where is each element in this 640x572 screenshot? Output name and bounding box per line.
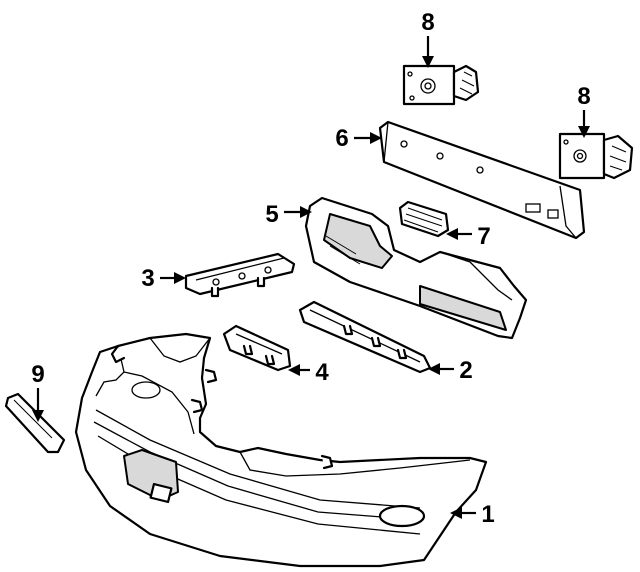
part-reinforcement-bar [378,120,586,240]
callout-8b-label: 8 [577,83,590,110]
callout-3-label: 3 [141,265,154,292]
callout-2: 2 [428,357,473,384]
callout-8b: 8 [577,83,591,138]
callout-4-label: 4 [315,359,329,386]
callout-2-label: 2 [459,357,472,384]
callout-1-label: 1 [481,501,494,528]
part-bumper-cover [74,332,488,568]
part-nameplate [4,392,66,454]
part-pad [398,200,450,238]
callout-5-label: 5 [265,201,278,228]
callout-5: 5 [265,201,312,228]
callout-3: 3 [141,265,186,292]
part-bracket-right [558,132,634,180]
part-retainer-strip [298,300,432,374]
callout-6: 6 [335,125,382,152]
callout-8a: 8 [421,9,435,68]
part-bracket-upper [402,64,480,106]
callout-6-label: 6 [335,125,348,152]
callout-4: 4 [288,359,329,386]
part-energy-absorber [304,196,528,340]
part-retainer-left [184,252,296,298]
callout-7: 7 [446,223,491,250]
part-guide-bracket [222,324,292,372]
callout-9-label: 9 [31,361,44,388]
callout-7-label: 7 [477,223,490,250]
callout-8a-label: 8 [421,9,434,36]
callout-9: 9 [31,361,45,422]
callout-1: 1 [450,501,495,528]
